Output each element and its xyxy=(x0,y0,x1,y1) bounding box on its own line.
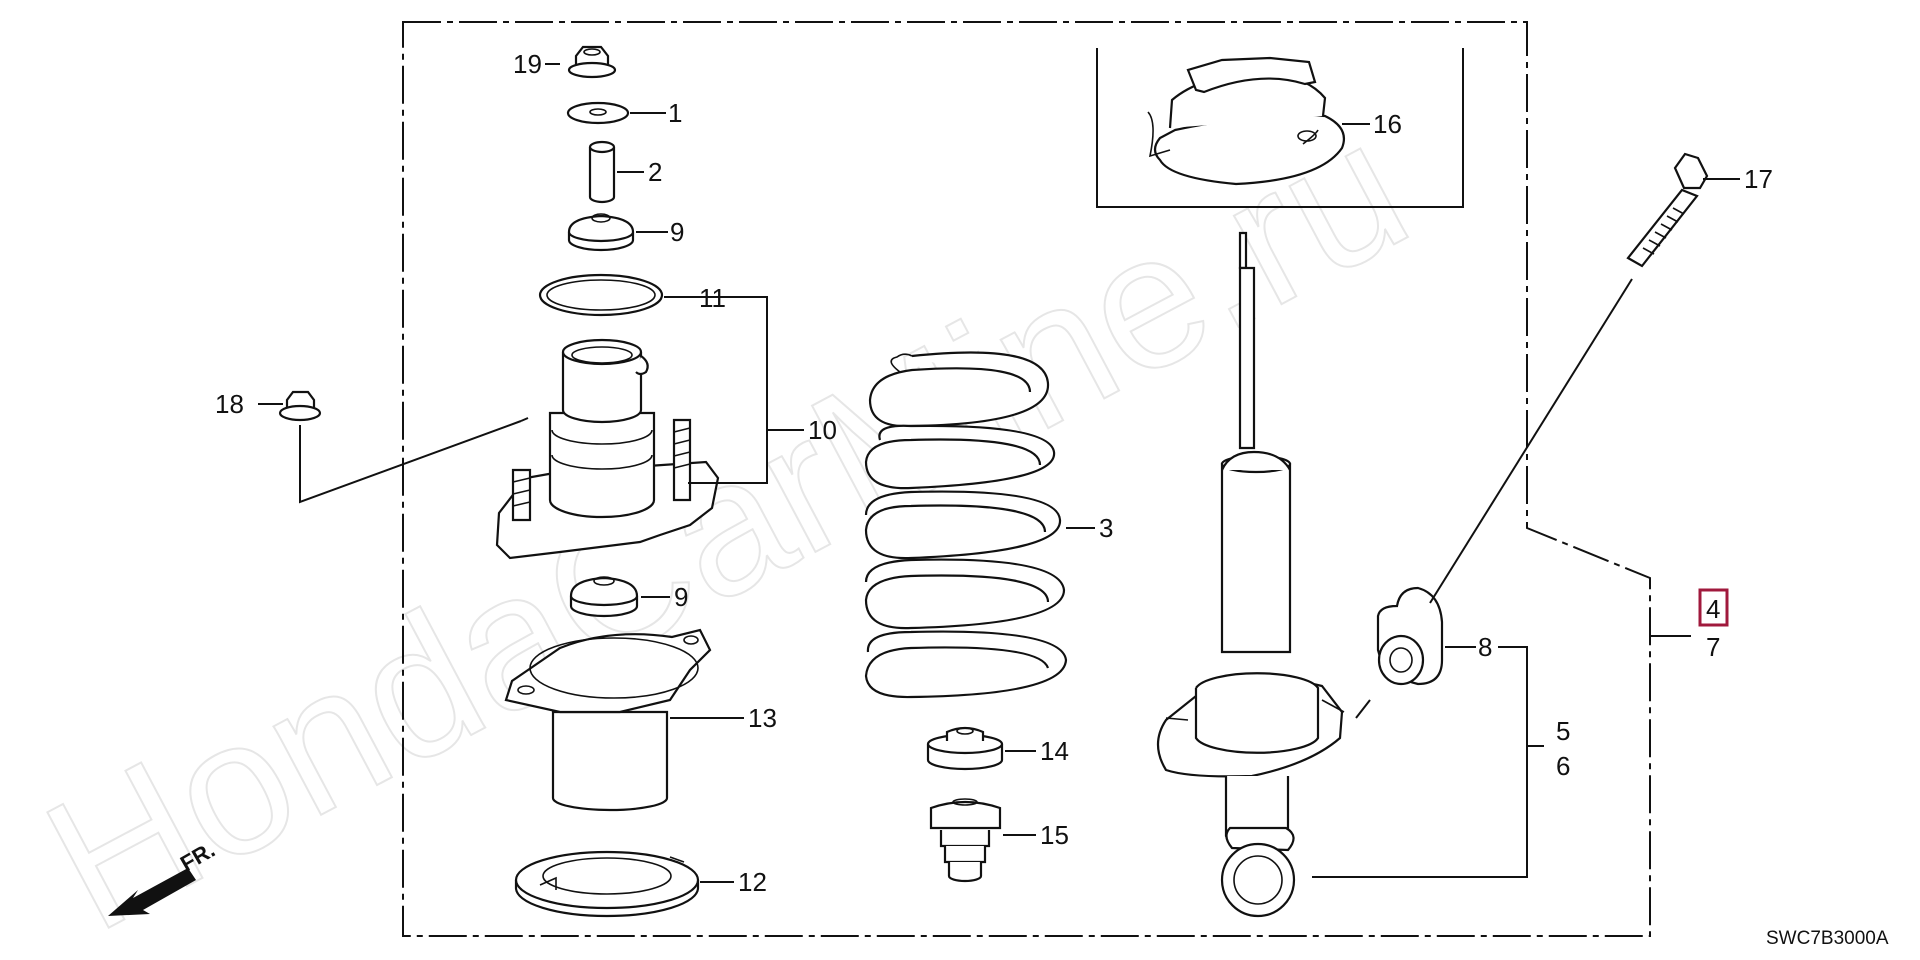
part-13-spring-seat-upper[interactable] xyxy=(504,628,712,812)
part-17-bolt[interactable] xyxy=(1626,152,1709,268)
callout-3: 3 xyxy=(1099,513,1113,543)
part-12-spring-seat-lower[interactable] xyxy=(514,850,700,918)
callout-13: 13 xyxy=(748,703,777,733)
part-9-bushing-upper[interactable] xyxy=(567,213,635,252)
front-direction-arrow-icon xyxy=(108,868,196,916)
callout-2: 2 xyxy=(648,157,662,187)
callout-8: 8 xyxy=(1478,632,1492,662)
callout-15: 15 xyxy=(1040,820,1069,850)
callout-4[interactable]: 4 xyxy=(1706,594,1720,624)
part-18-flange-nut[interactable] xyxy=(278,390,322,422)
callout-16: 16 xyxy=(1373,109,1402,139)
part-11-o-ring[interactable] xyxy=(538,273,664,317)
callout-6: 6 xyxy=(1556,751,1570,781)
assembly-frame xyxy=(402,21,1651,937)
part-4-highlight-box[interactable] xyxy=(1698,588,1729,627)
inset-box-part-16 xyxy=(1096,48,1464,208)
callout-10: 10 xyxy=(808,415,837,445)
diagram-code: SWC7B3000A xyxy=(1766,928,1889,949)
part-16-dust-cover[interactable] xyxy=(1147,56,1346,186)
callout-11: 11 xyxy=(699,283,726,313)
callout-14: 14 xyxy=(1040,736,1069,766)
part-10-upper-mount[interactable] xyxy=(495,338,720,560)
callout-12: 12 xyxy=(738,867,767,897)
part-1-washer[interactable] xyxy=(566,101,630,125)
callout-5: 5 xyxy=(1556,716,1570,746)
callout-9-upper: 9 xyxy=(670,217,684,247)
part-14-bump-stop-cap[interactable] xyxy=(926,726,1004,771)
callout-18: 18 xyxy=(215,389,244,419)
callout-19: 19 xyxy=(513,49,542,79)
callout-7: 7 xyxy=(1706,632,1720,662)
part-9-bushing-lower[interactable] xyxy=(569,576,639,618)
part-3-coil-spring[interactable] xyxy=(864,351,1068,699)
callout-9-lower: 9 xyxy=(674,582,688,612)
shock-absorber-body[interactable] xyxy=(1156,231,1345,918)
part-19-flange-nut[interactable] xyxy=(567,45,617,79)
part-8-bushing[interactable] xyxy=(1376,586,1444,686)
callout-17: 17 xyxy=(1744,164,1773,194)
part-15-bump-stop[interactable] xyxy=(929,798,1002,883)
callout-1: 1 xyxy=(668,98,682,128)
part-2-collar[interactable] xyxy=(588,140,616,204)
